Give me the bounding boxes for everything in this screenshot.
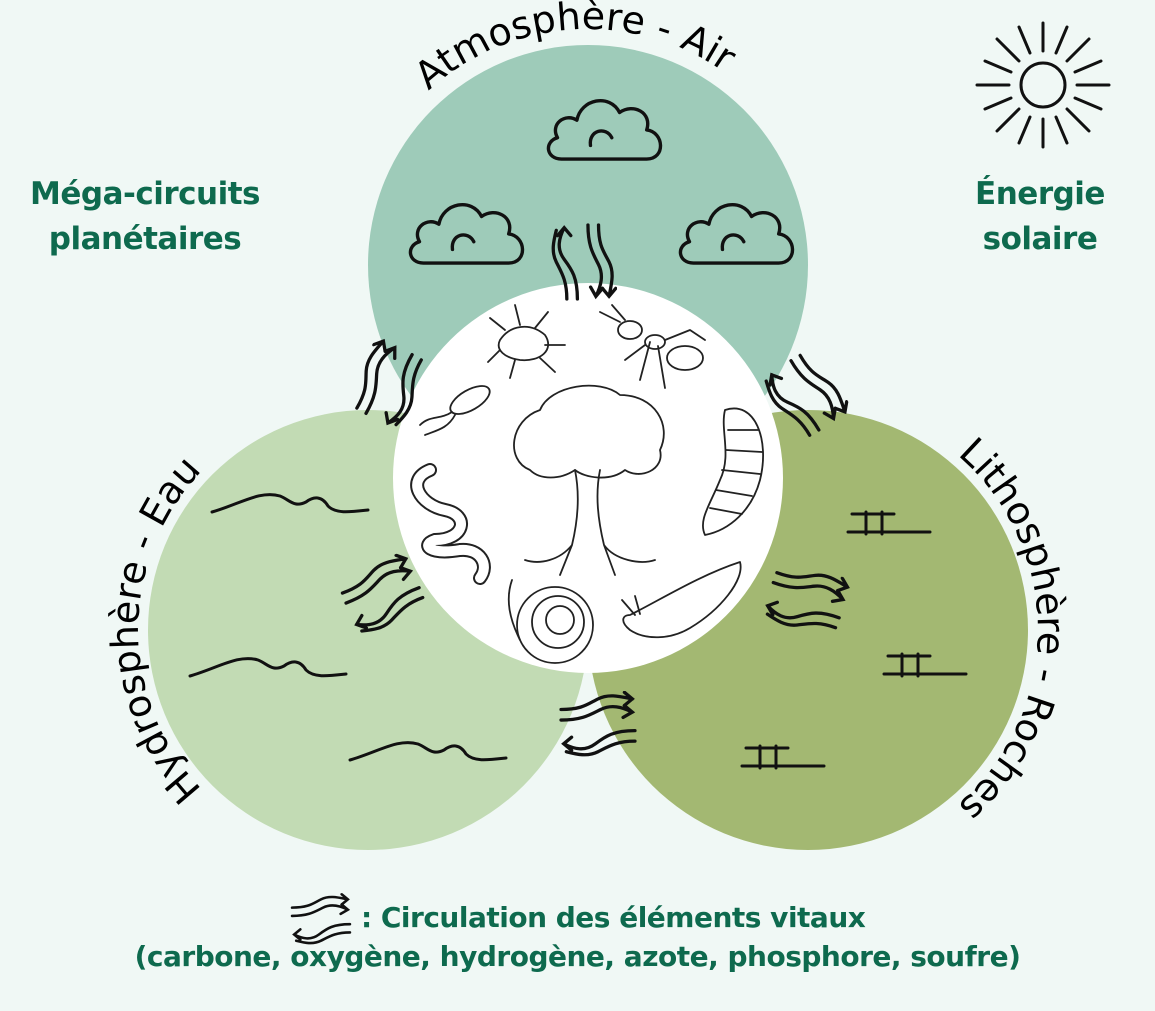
larva-icon bbox=[702, 407, 764, 536]
flow-arrows-legend-icon bbox=[290, 893, 352, 945]
worm-icon bbox=[410, 463, 491, 585]
solar-energy-line2: solaire bbox=[982, 221, 1098, 257]
bacteria-icon bbox=[419, 385, 491, 436]
biosphere-circle bbox=[393, 283, 783, 673]
legend: : Circulation des éléments vitaux bbox=[0, 893, 1155, 945]
mega-circuits-line2: planétaires bbox=[48, 221, 242, 257]
snail-icon bbox=[507, 579, 594, 664]
legend-line1: : Circulation des éléments vitaux bbox=[360, 901, 866, 934]
solar-energy-label: Énergie solaire bbox=[950, 172, 1130, 262]
mite-icon bbox=[487, 304, 566, 379]
legend-elements: (carbone, oxygène, hydrogène, azote, pho… bbox=[134, 940, 1021, 973]
slug-icon bbox=[621, 561, 742, 639]
tree-icon bbox=[513, 384, 665, 576]
ant-icon bbox=[599, 304, 706, 389]
sun-icon bbox=[975, 21, 1111, 149]
mega-circuits-line1: Méga-circuits bbox=[30, 176, 260, 212]
mega-circuits-label: Méga-circuits planétaires bbox=[20, 172, 270, 262]
solar-energy-line1: Énergie bbox=[975, 176, 1105, 212]
